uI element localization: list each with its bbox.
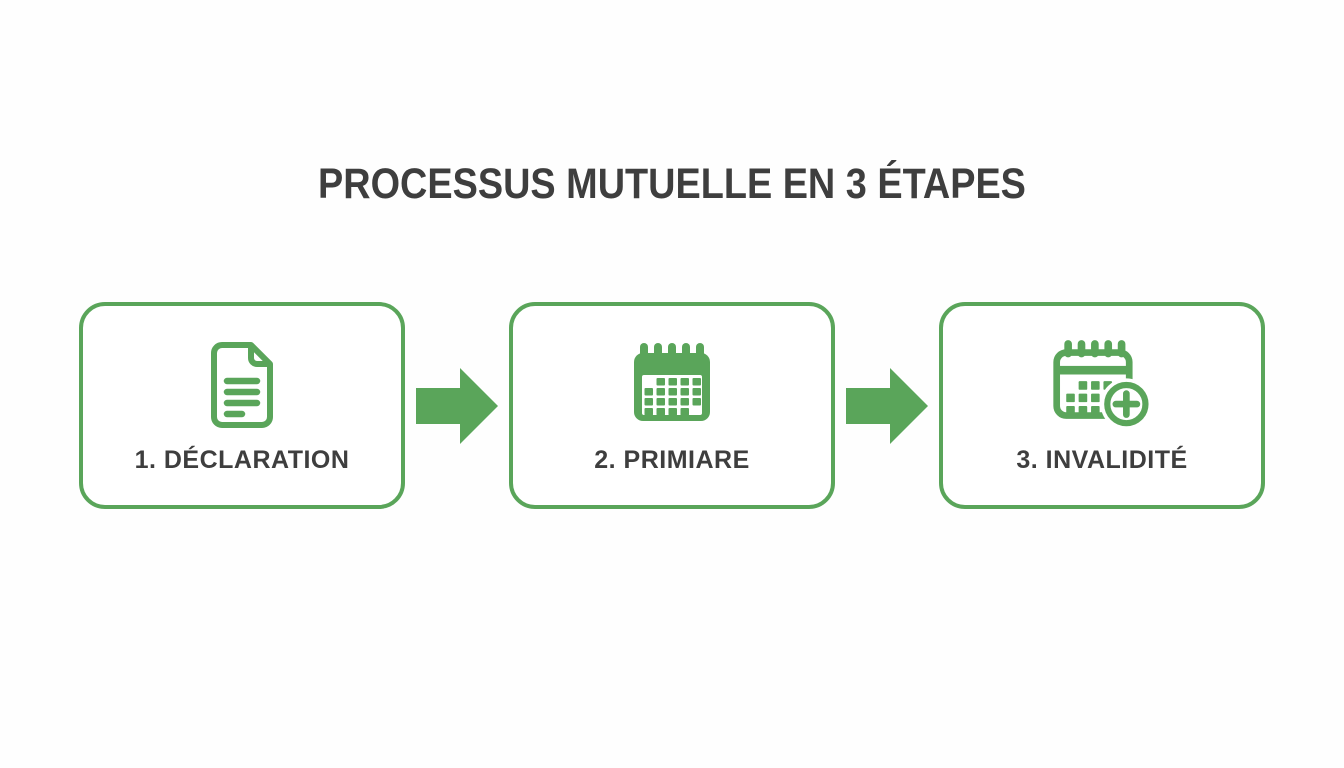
document-icon: [205, 336, 279, 434]
arrow-right-icon: [405, 366, 509, 446]
calendar-add-icon: [1050, 336, 1155, 434]
step-label-declaration: 1. DÉCLARATION: [134, 446, 350, 474]
process-steps: 1. DÉCLARATION: [0, 302, 1344, 509]
step-box-primiare: 2. PRIMIARE: [509, 302, 835, 509]
calendar-icon: [627, 336, 717, 434]
arrow-right-icon: [835, 366, 939, 446]
step-box-invalidite: 3. INVALIDITÉ: [939, 302, 1265, 509]
step-label-primiare: 2. PRIMIARE: [594, 446, 750, 474]
step-box-declaration: 1. DÉCLARATION: [79, 302, 405, 509]
step-label-invalidite: 3. INVALIDITÉ: [1016, 446, 1188, 474]
page-title: PROCESSUS MUTUELLE EN 3 ÉTAPES: [318, 160, 1026, 208]
